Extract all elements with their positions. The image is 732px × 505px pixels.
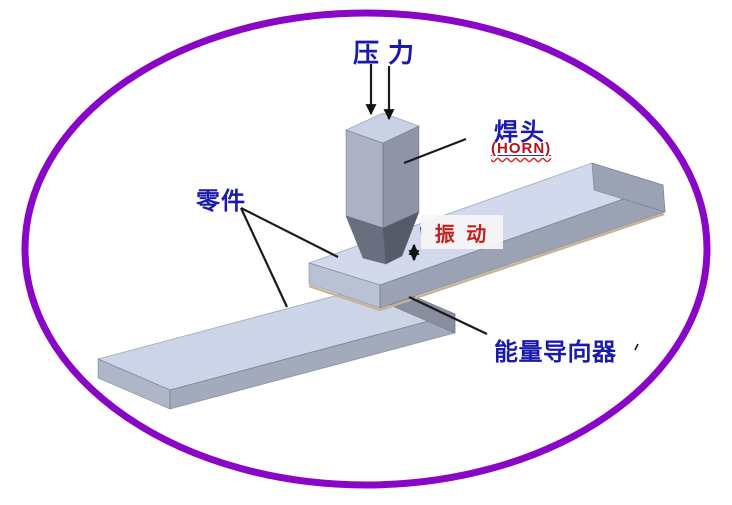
vibration-label-box: 振 动	[421, 215, 503, 249]
horn-3d	[344, 112, 421, 265]
horn-label: 焊头	[494, 119, 546, 146]
annotations	[240, 64, 639, 351]
vibration-label: 振 动	[434, 223, 490, 246]
lower-part-3d	[96, 282, 457, 410]
energy-director-seam	[308, 212, 665, 312]
horn-right-face	[382, 125, 420, 229]
energy-director-pointer-line	[408, 296, 488, 335]
horn-english-text: (HORN)	[491, 140, 552, 157]
parts-pointer-line-lower	[240, 207, 288, 308]
horn-english-label: (HORN)	[491, 140, 551, 157]
stray-mark	[634, 343, 639, 351]
pressure-label: 压力	[353, 38, 424, 68]
energy-director-label: 能量导向器	[494, 339, 617, 366]
horn-pointer-line	[403, 137, 467, 165]
boundary-ellipse	[21, 9, 711, 489]
parts-label: 零件	[196, 188, 246, 215]
upper-part-end-face	[591, 162, 666, 213]
parts-pointer-line-upper	[240, 207, 339, 258]
horn-top-face	[344, 112, 421, 144]
horn-tip-right-face	[382, 211, 420, 265]
horn-left-face	[345, 129, 384, 229]
